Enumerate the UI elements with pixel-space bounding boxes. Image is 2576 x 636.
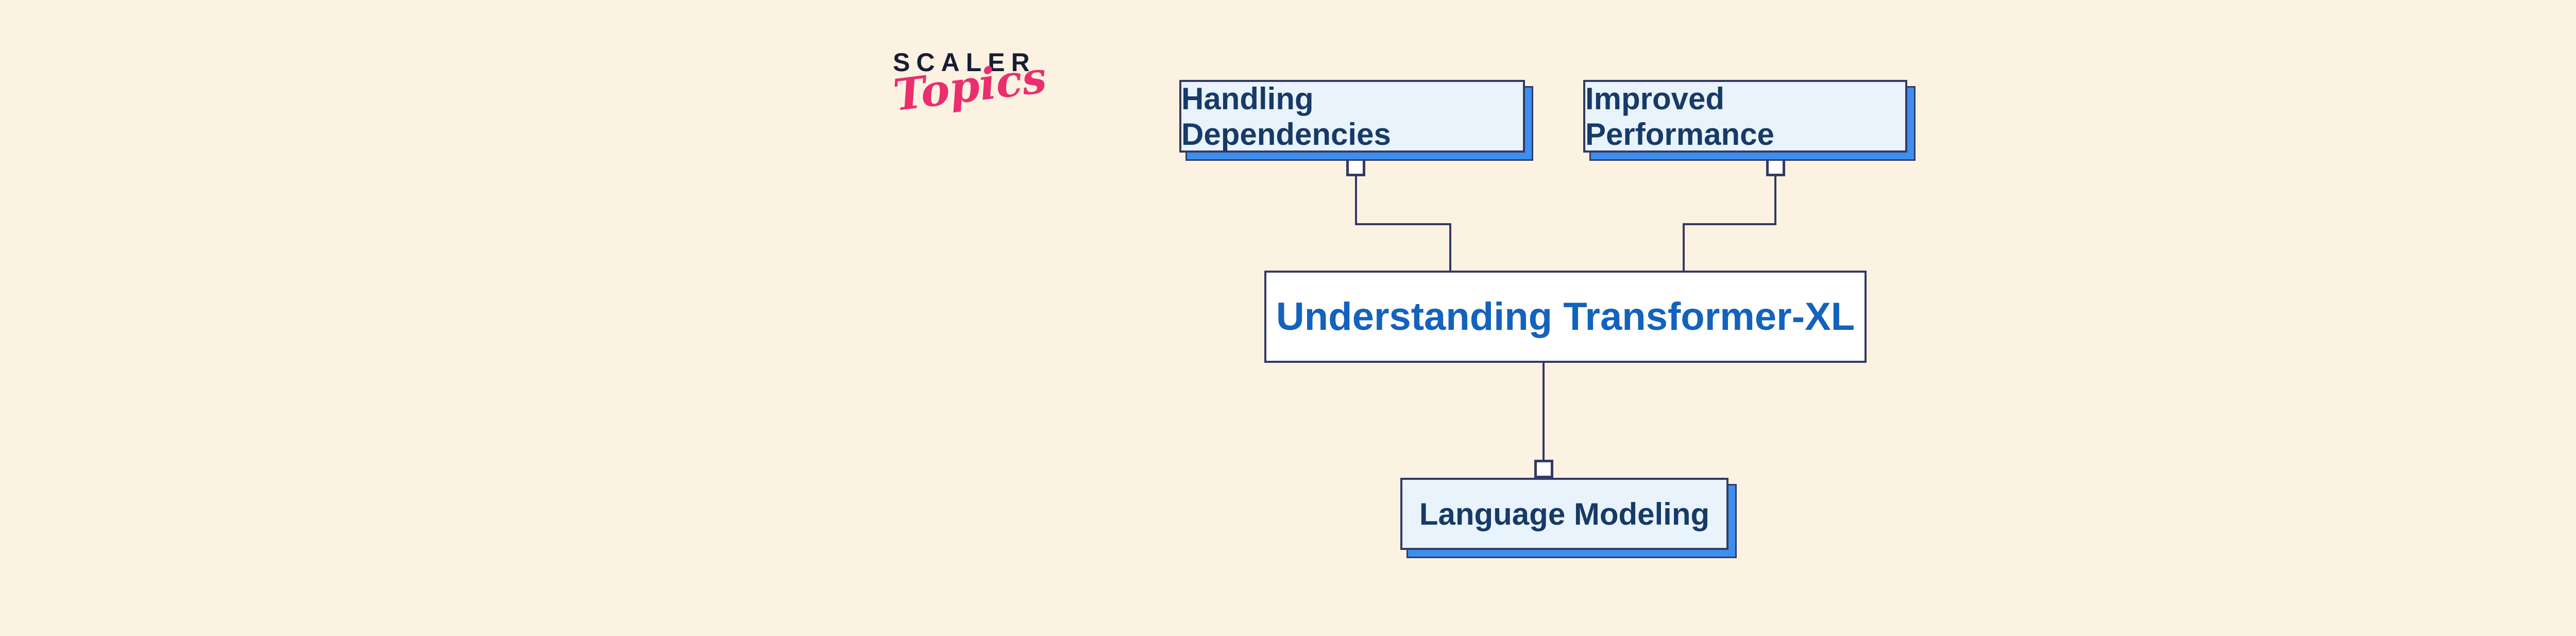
connector-right-vertical-lower	[1683, 223, 1685, 272]
connector-left-vertical-lower	[1449, 223, 1451, 272]
node-handling-dependencies: Handling Dependencies	[1179, 80, 1525, 153]
connector-left-horizontal	[1355, 223, 1451, 225]
node-understanding-transformer-xl: Understanding Transformer-XL	[1264, 271, 1867, 363]
port-language-modeling	[1534, 460, 1553, 478]
port-improved-performance	[1766, 158, 1785, 176]
node-handling-dependencies-label: Handling Dependencies	[1181, 81, 1391, 152]
connector-left-vertical-upper	[1355, 175, 1357, 224]
node-language-modeling: Language Modeling	[1400, 478, 1728, 550]
node-language-modeling-label: Language Modeling	[1419, 496, 1710, 531]
node-improved-performance-label: Improved Performance	[1585, 81, 1774, 152]
connector-bottom-vertical	[1543, 361, 1545, 461]
connector-right-vertical-upper	[1774, 175, 1776, 224]
port-handling-dependencies	[1346, 158, 1365, 176]
node-root-label: Understanding Transformer-XL	[1276, 295, 1855, 339]
connector-right-horizontal	[1683, 223, 1776, 225]
scaler-topics-logo: SCALER Topics	[891, 48, 1049, 121]
logo-brand-text: SCALER	[893, 48, 1036, 77]
node-improved-performance: Improved Performance	[1583, 80, 1907, 153]
